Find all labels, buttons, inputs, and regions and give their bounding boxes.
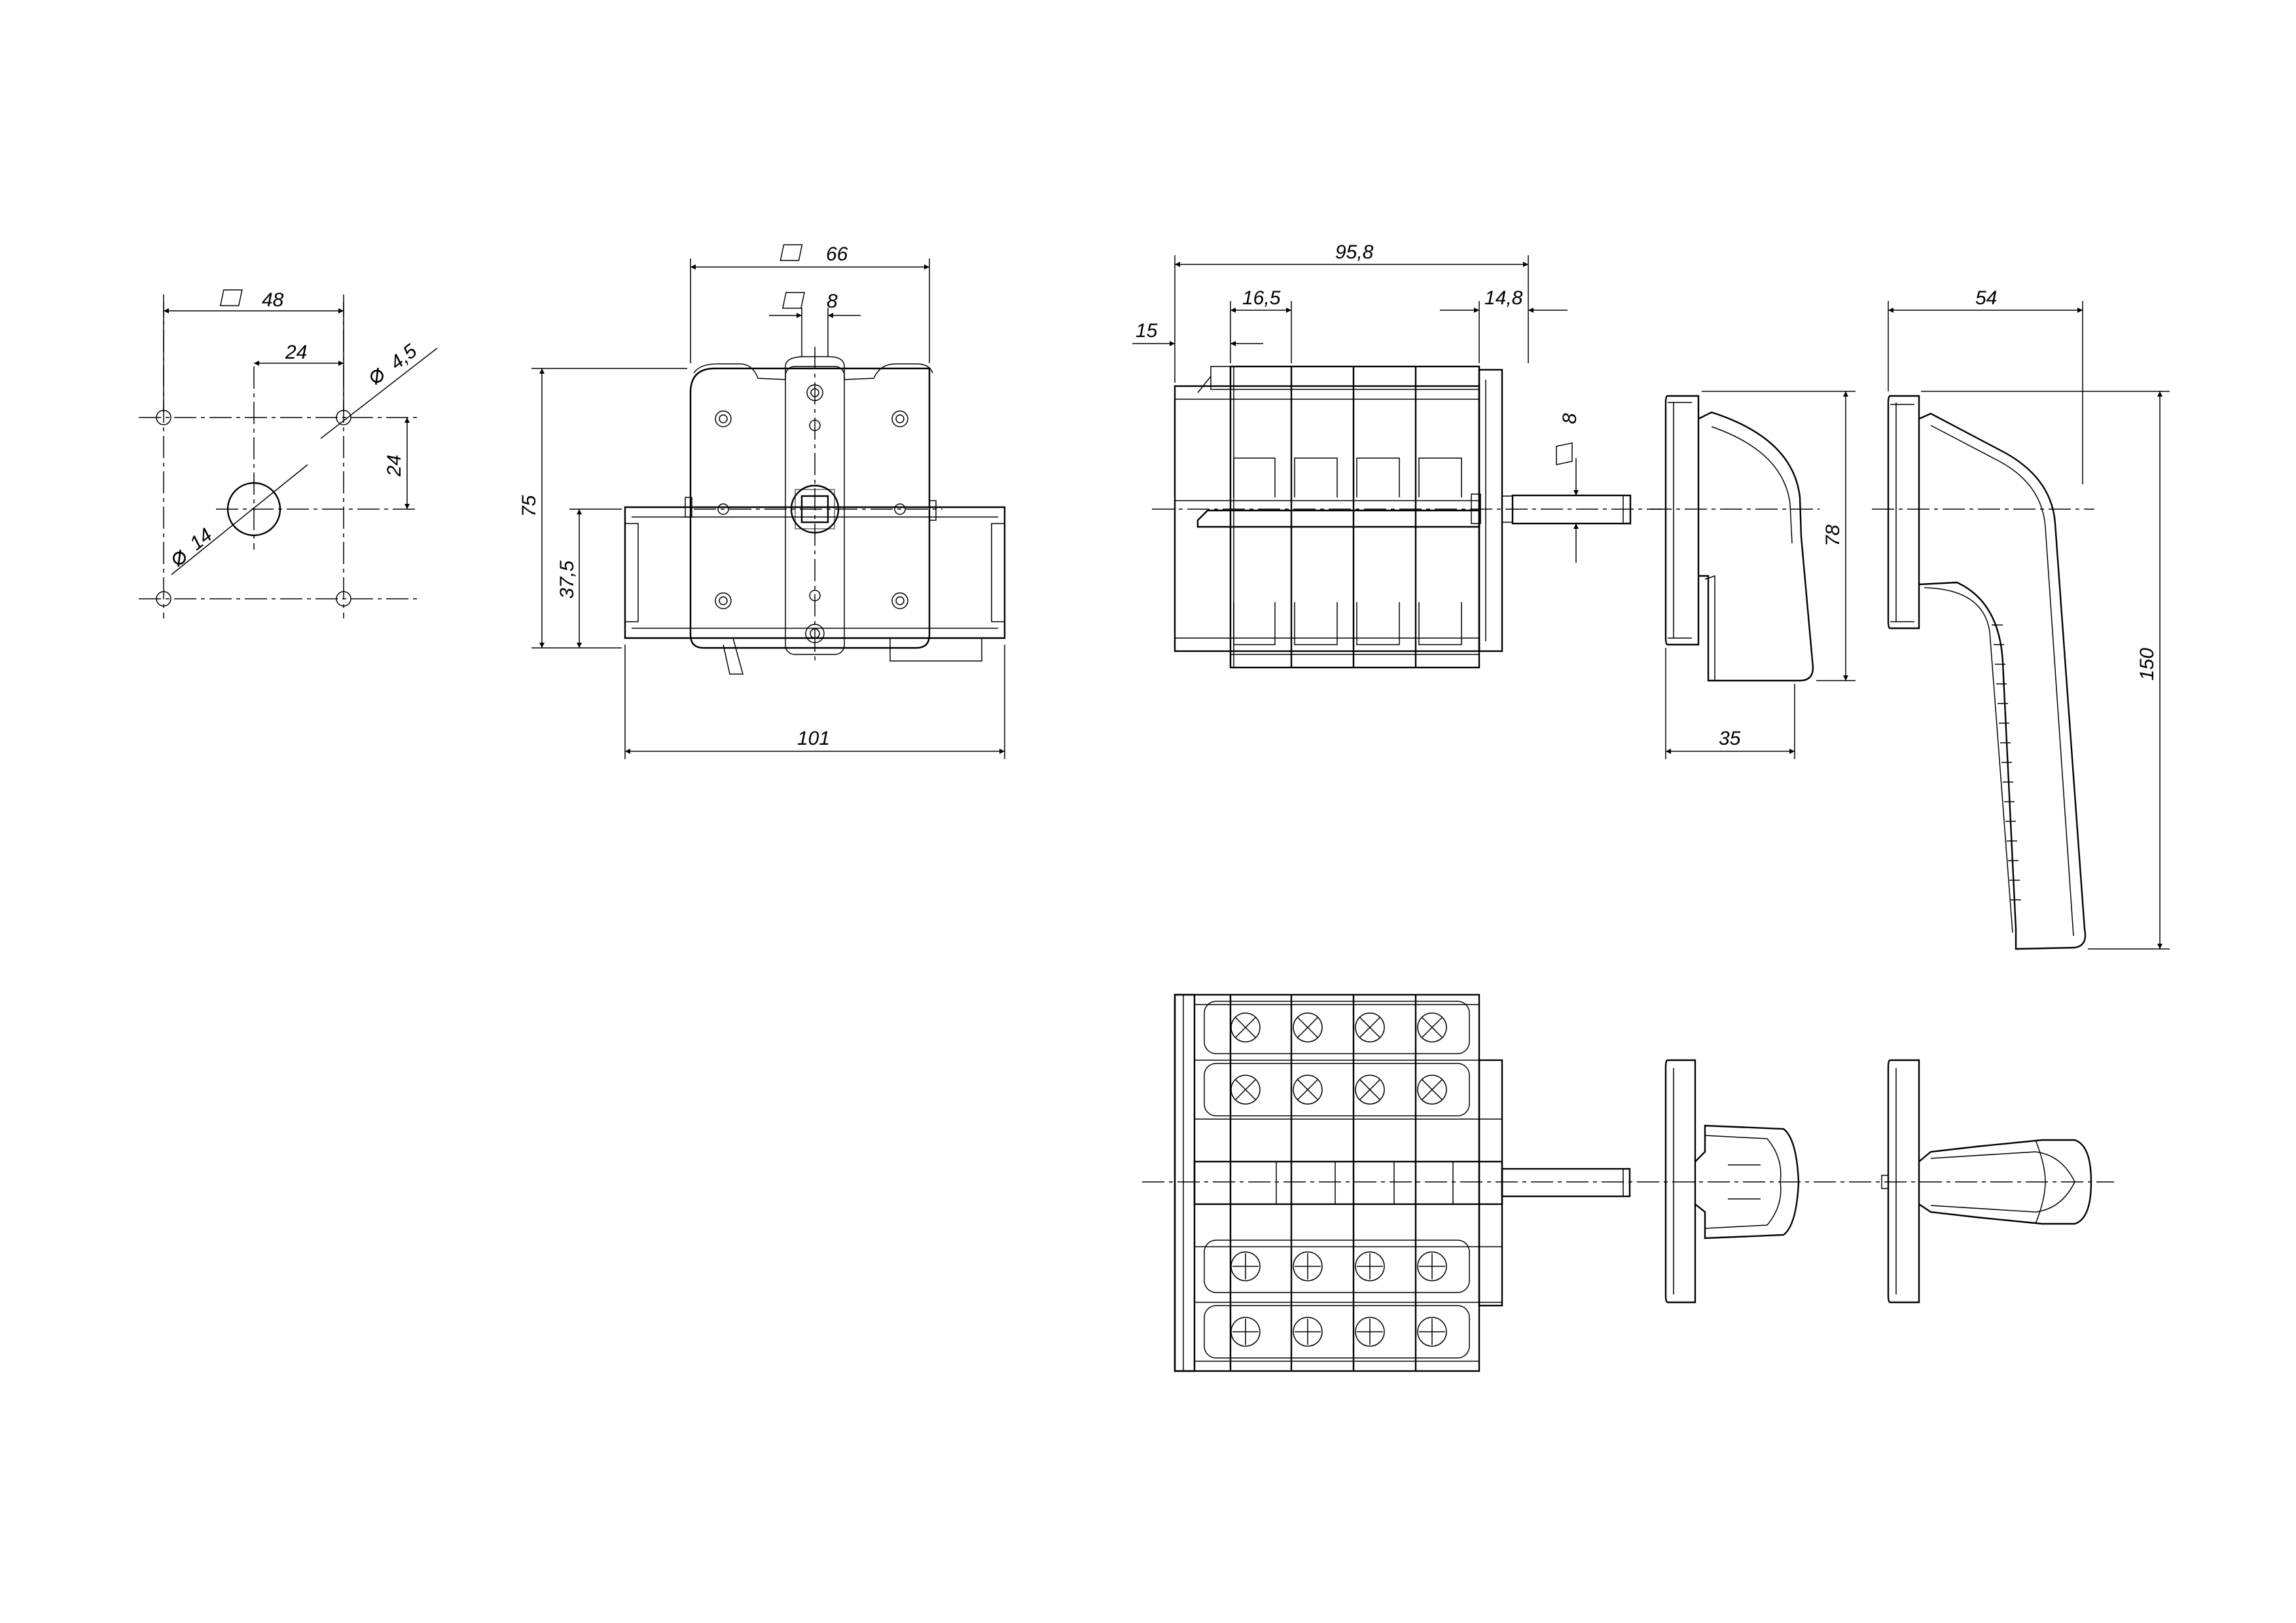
dim-large-handle-length: 150 <box>2136 648 2158 681</box>
dim-small-handle-height: 78 <box>1822 524 1844 546</box>
mount-hole-br <box>336 591 351 607</box>
dim-flush-half-y: 24 <box>384 455 405 477</box>
dim-side-length: 95,8 <box>1335 241 1374 263</box>
front-view: 66 8 75 37,5 101 <box>518 243 1006 759</box>
dim-side-pitch: 16,5 <box>1242 287 1281 309</box>
diameter-symbol: ⌀ <box>360 359 389 391</box>
dim-front-height: 75 <box>518 495 540 517</box>
shaft-hole <box>226 482 281 537</box>
dim-side-shaft-square: 8 <box>1559 413 1581 424</box>
dim-flush-hole-dia: 4,5 <box>386 340 421 374</box>
small-handle-side: 78 35 <box>1649 391 1856 759</box>
dim-small-handle-depth: 35 <box>1719 728 1741 749</box>
dim-flush-center-dia: 14 <box>186 524 217 555</box>
dim-front-square: 66 <box>826 243 848 265</box>
dim-front-shaft-square: 8 <box>827 291 838 312</box>
side-view: 95,8 16,5 15 14,8 8 <box>1132 241 1662 669</box>
dim-large-handle-width: 54 <box>1975 287 1997 309</box>
dim-front-half-height: 37,5 <box>556 560 578 599</box>
small-handle-top <box>1664 1059 1800 1304</box>
top-view <box>1142 993 2114 1372</box>
mount-hole-bl <box>156 591 171 607</box>
dim-side-first-offset: 15 <box>1136 320 1158 342</box>
mounting-pattern-view: 48 24 24 ⌀ 4,5 ⌀ 14 <box>139 289 438 618</box>
dim-flush-half-x: 24 <box>285 342 307 363</box>
large-handle-side: 54 150 <box>1872 287 2170 950</box>
dim-flush-square: 48 <box>262 289 284 311</box>
diameter-symbol: ⌀ <box>162 541 192 573</box>
dim-side-tail: 14,8 <box>1484 287 1523 309</box>
dim-front-width: 101 <box>797 728 830 749</box>
square-symbol <box>219 289 243 306</box>
large-handle-top <box>1881 1059 2092 1304</box>
